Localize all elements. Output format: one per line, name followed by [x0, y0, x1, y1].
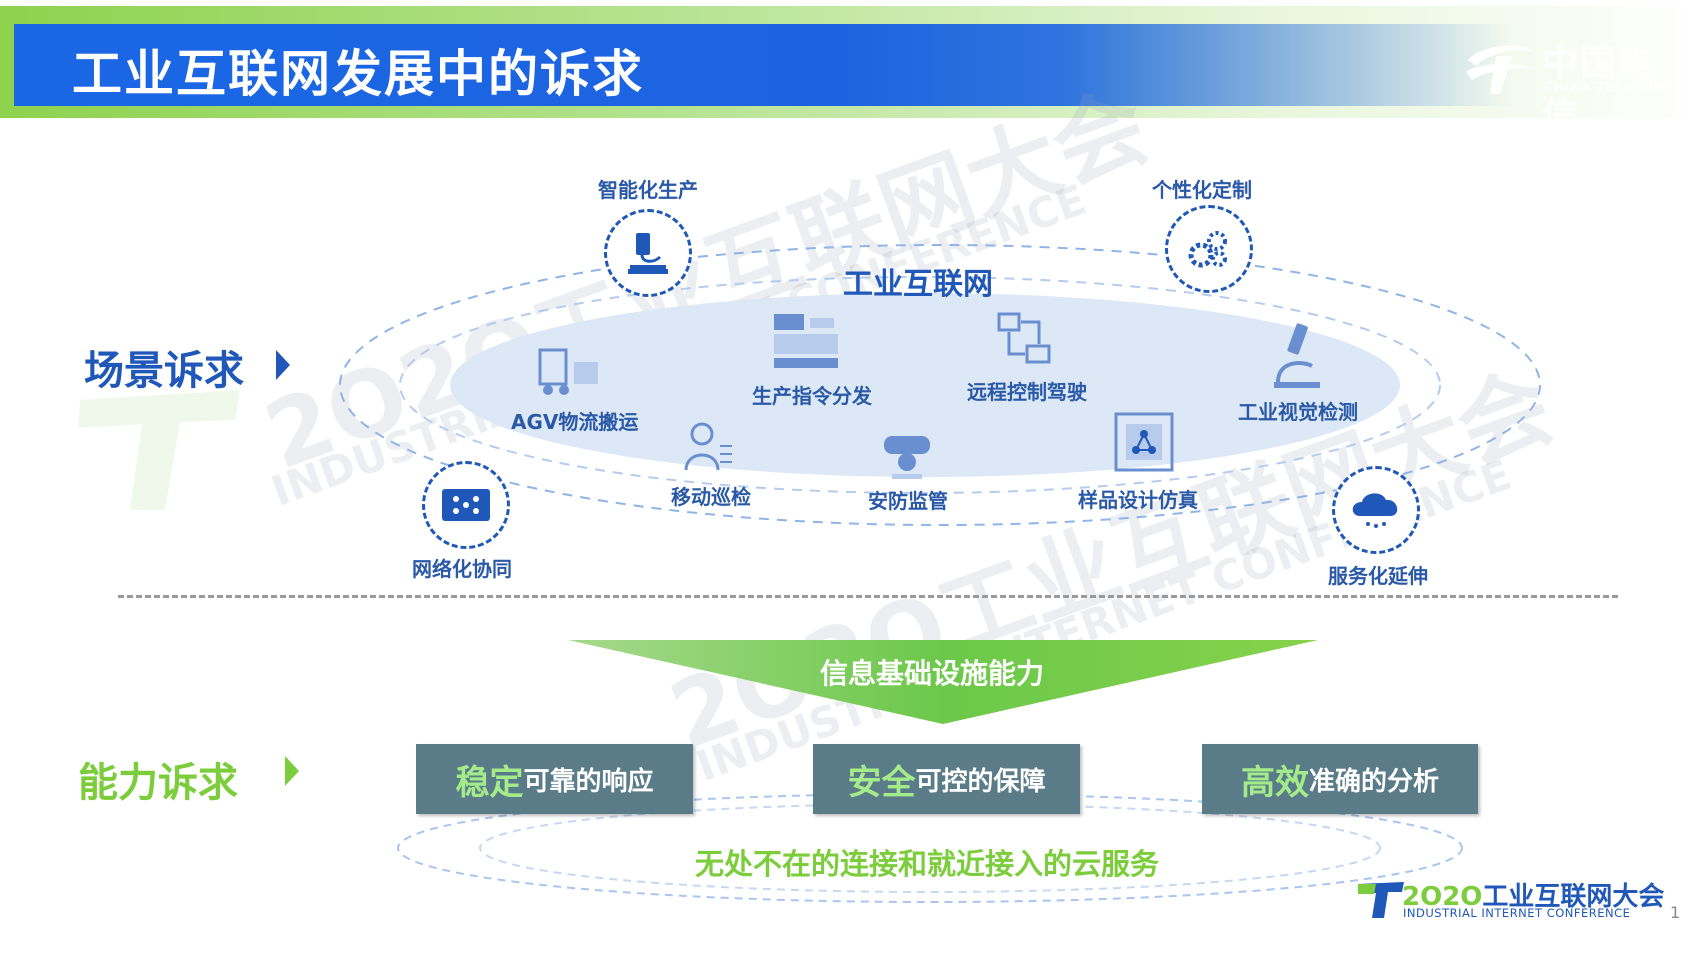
networked-collaboration-label: 网络化协同 [412, 557, 512, 581]
service-extension-circle [1332, 466, 1420, 554]
capability-box-text: 准确的分析 [1308, 766, 1439, 797]
capability-demand-label: 能力诉求 [78, 760, 238, 806]
capability-box-text: 可控的保障 [915, 766, 1046, 797]
mobile-inspection-label: 移动巡检 [671, 485, 751, 509]
capability-box-keyword: 安全 [847, 762, 916, 803]
personalized-customization-circle [1165, 205, 1253, 293]
conference-logo-icon [1358, 882, 1404, 918]
industrial-internet-title: 工业互联网 [843, 267, 993, 302]
network-board-icon [442, 489, 490, 521]
base-ellipse [397, 793, 1463, 903]
security-monitoring-label: 安防监管 [868, 489, 948, 513]
design-sim-icon [1114, 412, 1174, 472]
scene-ellipse-diagram [339, 244, 1541, 526]
gears-icon [1188, 231, 1227, 268]
capability-box-keyword: 高效 [1240, 762, 1309, 803]
capability-box-stable: 稳定可靠的响应 [416, 744, 693, 814]
remote-control-icon [997, 312, 1051, 364]
machine-icon [774, 314, 838, 368]
intelligent-production-label: 智能化生产 [598, 178, 698, 202]
visual-inspection-label: 工业视觉检测 [1238, 400, 1358, 424]
scene-arrow-icon [276, 350, 290, 380]
production-command-label: 生产指令分发 [752, 384, 872, 408]
personalized-customization-label: 个性化定制 [1152, 178, 1252, 202]
logo-text-cn: 中国电信 [1542, 42, 1657, 136]
telecom-swirl-icon [1466, 45, 1534, 94]
capability-box-text: 可靠的响应 [523, 766, 654, 797]
page-title: 工业互联网发展中的诉求 [72, 45, 644, 103]
base-cloud-text: 无处不在的连接和就近接入的云服务 [695, 847, 1160, 881]
cloud-icon [1352, 493, 1398, 528]
microscope-icon [628, 233, 668, 274]
networked-collaboration-circle [422, 461, 510, 549]
section-divider [118, 595, 1618, 598]
conference-cn: 工业互联网大会 [1482, 882, 1665, 912]
capability-box-efficient: 高效准确的分析 [1202, 744, 1478, 814]
header-blue-bar [14, 24, 1514, 106]
capability-box-keyword: 稳定 [455, 762, 524, 803]
camera-icon [884, 436, 930, 479]
microscope-icon [1274, 323, 1320, 388]
capability-arrow-icon [285, 756, 299, 786]
china-telecom-logo: 中国电信 CHINA TELECOM [1462, 32, 1692, 136]
funnel-label: 信息基础设施能力 [820, 657, 1045, 690]
conference-title: 2O2O工业互联网大会 [1402, 876, 1664, 913]
inspection-icon [684, 422, 732, 471]
logo-text-en: CHINA TELECOM [1544, 80, 1667, 94]
conference-en: INDUSTRIAL INTERNET CONFERENCE [1403, 906, 1631, 920]
infrastructure-funnel [568, 640, 1318, 724]
capability-box-secure: 安全可控的保障 [813, 744, 1080, 814]
scene-demand-label: 场景诉求 [84, 348, 244, 394]
watermark-logo-icon [78, 390, 240, 510]
sample-design-label: 样品设计仿真 [1078, 488, 1198, 512]
conference-year: 2O2O [1402, 882, 1483, 912]
agv-logistics-label: AGV物流搬运 [511, 410, 639, 434]
forklift-icon [538, 348, 598, 395]
remote-driving-label: 远程控制驾驶 [967, 380, 1087, 404]
service-extension-label: 服务化延伸 [1328, 564, 1428, 588]
intelligent-production-circle [604, 209, 692, 297]
page-number: 1 [1670, 903, 1681, 922]
